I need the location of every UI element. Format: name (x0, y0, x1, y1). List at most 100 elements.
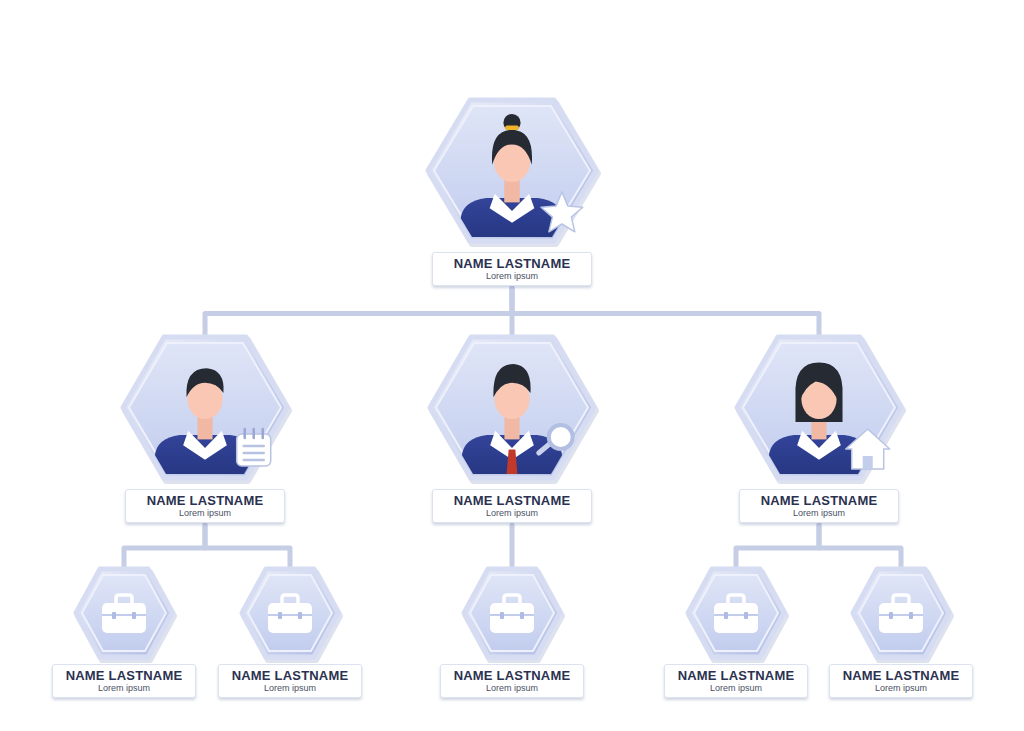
hexagon-inner (470, 575, 554, 651)
org-connector (736, 525, 819, 571)
calendar-badge (237, 429, 271, 466)
person-name: NAME LASTNAME (138, 493, 272, 508)
person-collar (183, 431, 227, 460)
hexagon-outer (242, 569, 338, 657)
briefcase-body (714, 603, 758, 633)
org-connector (512, 288, 819, 339)
hexagon-frame (735, 335, 903, 480)
magnifier-lens (549, 425, 573, 449)
hexagon-outer (737, 337, 901, 478)
person-name: NAME LASTNAME (445, 493, 579, 508)
name-plate: NAME LASTNAMELorem ipsum (829, 664, 973, 698)
briefcase-icon (102, 595, 146, 633)
hexagon-outer (688, 569, 784, 657)
person-hair (493, 364, 530, 397)
briefcase-icon (714, 595, 758, 633)
hexagon-frame (240, 567, 340, 659)
briefcase-body (268, 603, 312, 633)
person-hair (800, 370, 839, 402)
briefcase-clasp (278, 612, 282, 619)
name-plate: NAME LASTNAMELorem ipsum (218, 664, 362, 698)
hexagon-outer (76, 569, 172, 657)
person-name: NAME LASTNAME (445, 256, 579, 271)
briefcase-handle (116, 595, 132, 604)
person-body (462, 435, 563, 480)
person-avatar (462, 364, 563, 480)
hexagon-outer (123, 337, 287, 478)
briefcase-icon (879, 595, 923, 633)
person-role: Lorem ipsum (675, 683, 797, 694)
org-chart-card: NAME LASTNAMELorem ipsum (217, 567, 363, 698)
hexagon-inner (859, 575, 943, 651)
person-role: Lorem ipsum (451, 683, 573, 694)
person-name: NAME LASTNAME (752, 493, 886, 508)
name-plate: NAME LASTNAMELorem ipsum (432, 252, 592, 286)
org-chart-card: NAME LASTNAMELorem ipsum (121, 335, 289, 523)
briefcase-handle (728, 595, 744, 604)
name-plate: NAME LASTNAMELorem ipsum (739, 489, 899, 523)
hexagon-inner (743, 343, 895, 472)
person-collar (797, 431, 841, 460)
person-tie (506, 450, 518, 480)
briefcase-handle (504, 595, 520, 604)
briefcase-handle (282, 595, 298, 604)
org-connector (819, 525, 901, 571)
person-name: NAME LASTNAME (675, 668, 797, 683)
org-chart-card: NAME LASTNAMELorem ipsum (439, 567, 585, 698)
calendar-ring (252, 429, 255, 438)
org-chart-card: NAME LASTNAMELorem ipsum (663, 567, 809, 698)
person-role: Lorem ipsum (445, 508, 579, 519)
magnifier-badge (539, 425, 573, 453)
house-door (863, 456, 873, 469)
org-connector (205, 288, 512, 339)
briefcase-clasp (298, 612, 302, 619)
person-name: NAME LASTNAME (840, 668, 962, 683)
hexagon-inner (434, 106, 590, 235)
org-chart-card: NAME LASTNAMELorem ipsum (51, 567, 197, 698)
hexagon-frame (426, 98, 598, 243)
name-plate: NAME LASTNAMELorem ipsum (52, 664, 196, 698)
calendar-line (244, 445, 264, 448)
person-role: Lorem ipsum (840, 683, 962, 694)
person-role: Lorem ipsum (63, 683, 185, 694)
name-plate: NAME LASTNAMELorem ipsum (432, 489, 592, 523)
house-badge (846, 429, 890, 469)
hexagon-frame (74, 567, 174, 659)
person-role: Lorem ipsum (752, 508, 886, 519)
briefcase-clasp (500, 612, 504, 619)
hexagon-inner (129, 343, 281, 472)
person-name: NAME LASTNAME (229, 668, 351, 683)
calendar-ring (243, 429, 246, 438)
org-chart-card: NAME LASTNAMELorem ipsum (735, 335, 903, 523)
hexagon-inner (248, 575, 332, 651)
briefcase-seam (490, 614, 534, 616)
briefcase-clasp (724, 612, 728, 619)
org-connector (205, 525, 290, 571)
org-connector (510, 525, 515, 571)
calendar-ring (261, 429, 264, 438)
briefcase-clasp (132, 612, 136, 619)
person-bun-band (505, 126, 519, 130)
hexagon-inner (82, 575, 166, 651)
name-plate: NAME LASTNAMELorem ipsum (440, 664, 584, 698)
briefcase-seam (102, 614, 146, 616)
briefcase-clasp (520, 612, 524, 619)
person-hair (492, 130, 532, 165)
hexagon-frame (428, 335, 596, 480)
name-plate: NAME LASTNAMELorem ipsum (125, 489, 285, 523)
briefcase-seam (268, 614, 312, 616)
calendar-line (244, 459, 264, 462)
person-bun (503, 114, 520, 131)
org-chart-card: NAME LASTNAMELorem ipsum (426, 98, 598, 286)
person-role: Lorem ipsum (229, 683, 351, 694)
calendar-line (244, 452, 264, 455)
briefcase-seam (714, 614, 758, 616)
org-chart-card: NAME LASTNAMELorem ipsum (428, 335, 596, 523)
star-badge (541, 192, 583, 232)
briefcase-body (102, 603, 146, 633)
hexagon-frame (851, 567, 951, 659)
hexagon-frame (121, 335, 289, 480)
name-plate: NAME LASTNAMELorem ipsum (664, 664, 808, 698)
person-hair-back (795, 363, 842, 422)
